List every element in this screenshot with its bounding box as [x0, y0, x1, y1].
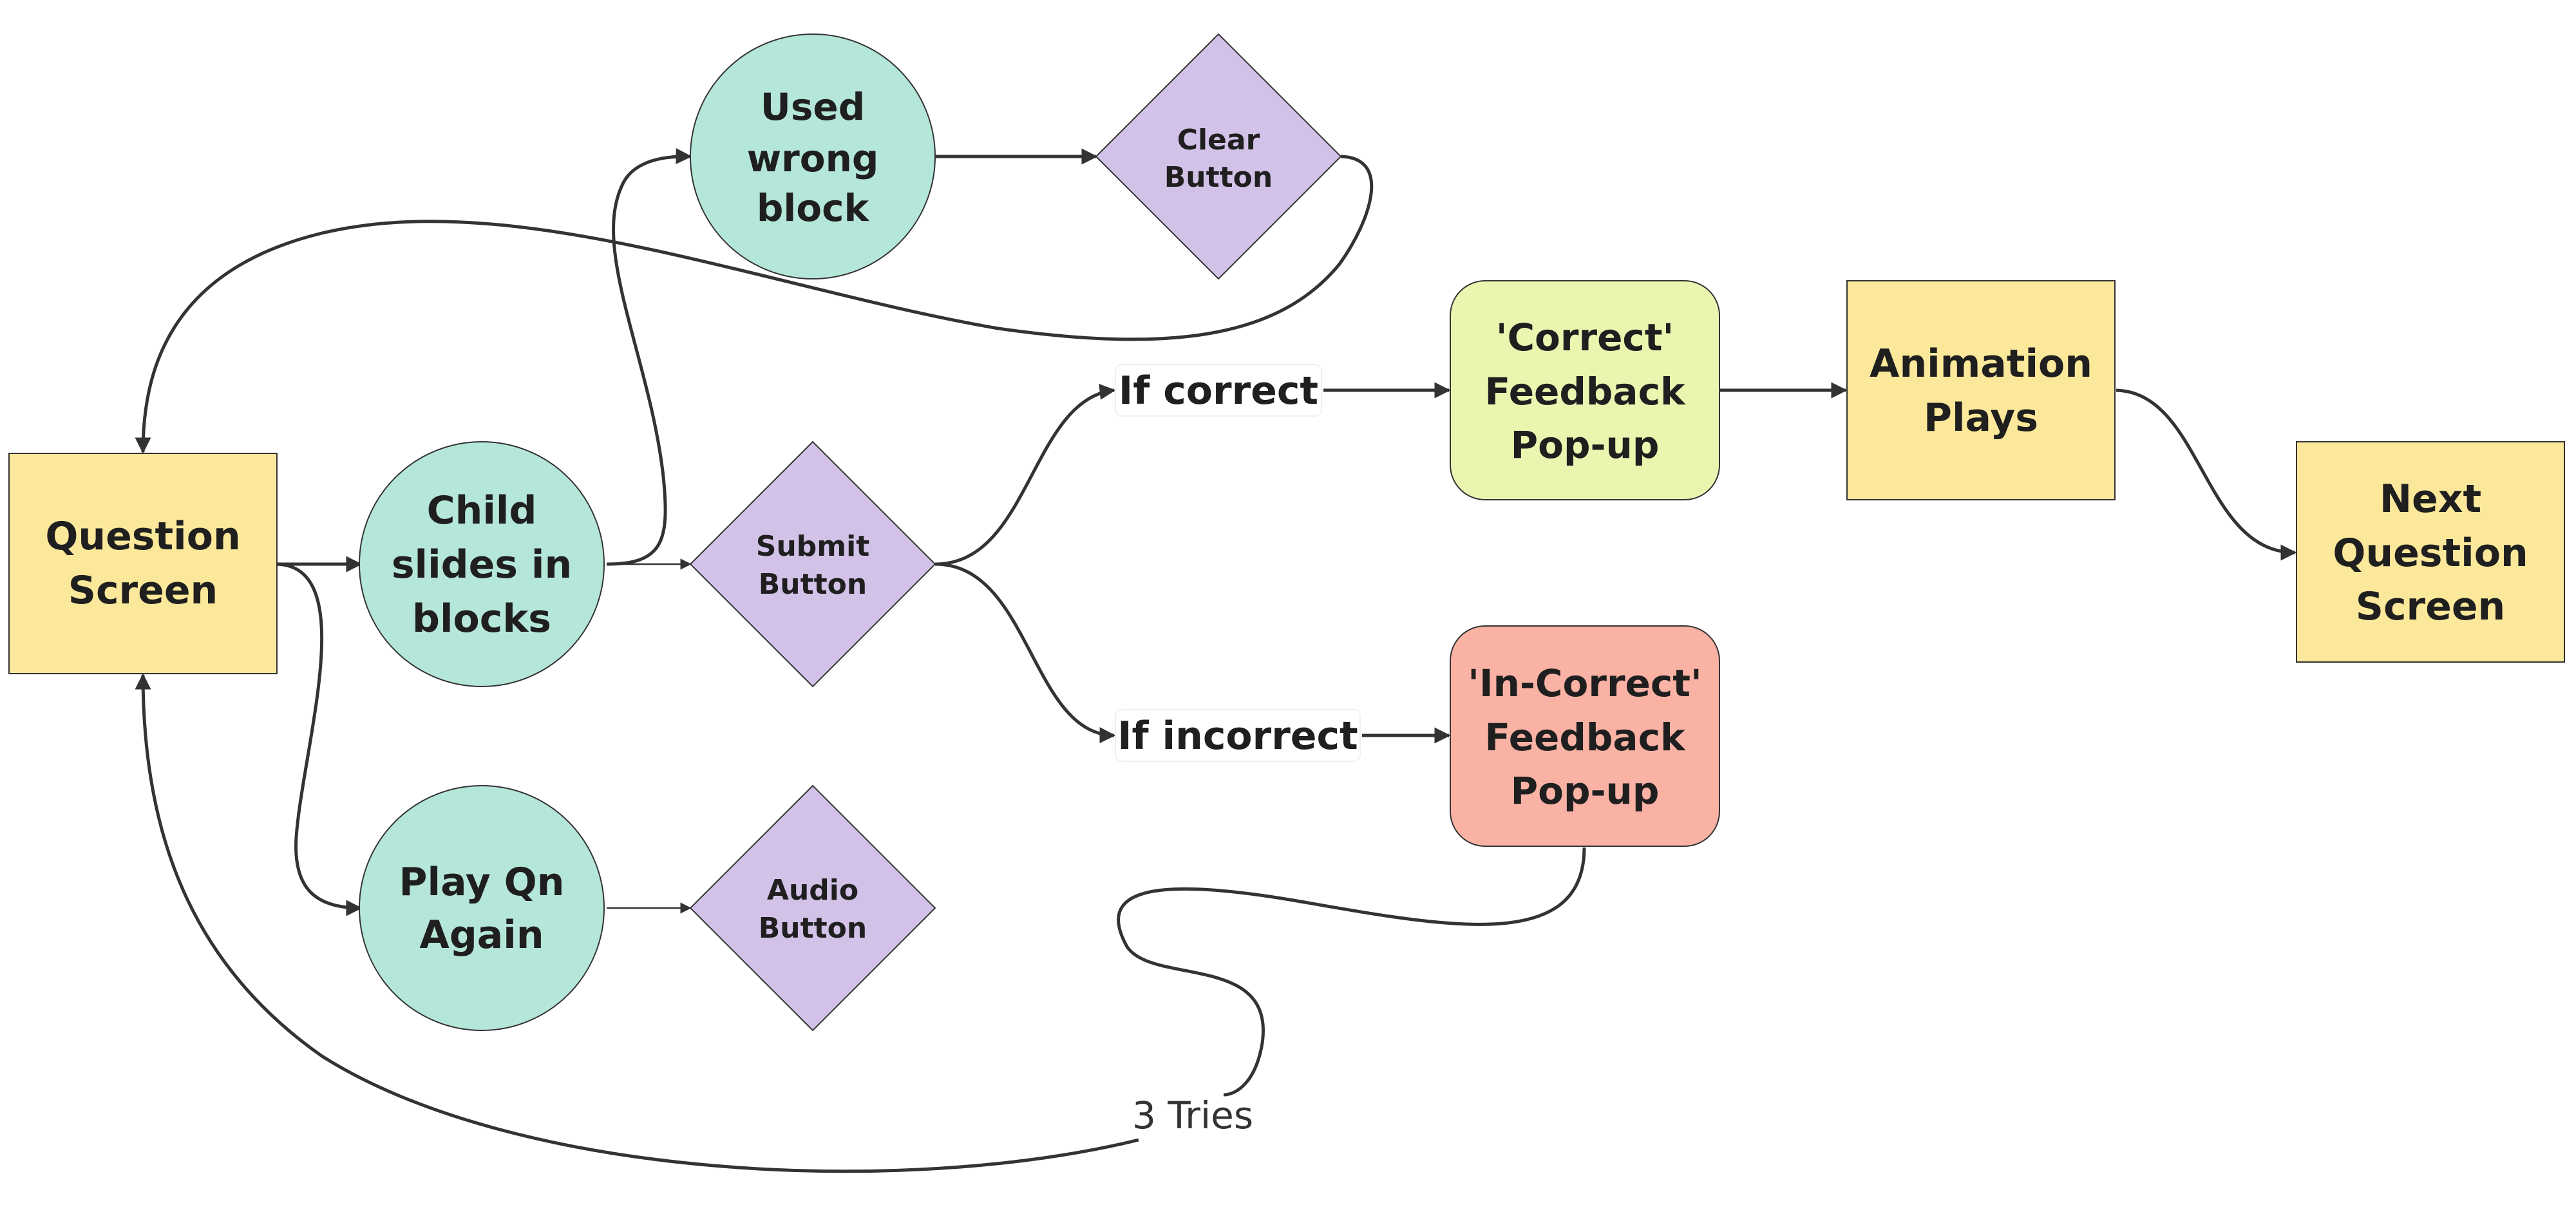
edge-animation-to-next: [2116, 388, 2297, 561]
incorrect-feedback-line-1: 'In-Correct': [1468, 661, 1702, 705]
correct-feedback-line-2: Feedback: [1484, 370, 1685, 413]
node-play-qn-again: Play Qn Again: [359, 785, 605, 1031]
child-slides-circle: [359, 441, 605, 687]
audio-button-line-2: Button: [759, 912, 867, 945]
submit-button-line-1: Submit: [756, 530, 869, 563]
if-incorrect-bg: [1115, 709, 1361, 762]
label-three-tries: 3 Tries: [1132, 1094, 1253, 1137]
label-if-incorrect: If incorrect: [1115, 709, 1361, 762]
node-clear-button: Clear Button: [1095, 33, 1342, 280]
child-slides-line-2: slides in: [392, 542, 572, 587]
incorrect-feedback-line-3: Pop-up: [1511, 769, 1660, 813]
next-question-screen-box: [2296, 441, 2565, 663]
node-correct-feedback: 'Correct' Feedback Pop-up: [1450, 280, 1720, 500]
incorrect-feedback-line-2: Feedback: [1484, 715, 1685, 759]
next-question-screen-line-2: Question: [2333, 531, 2528, 576]
node-submit-button: Submit Button: [689, 440, 936, 688]
correct-feedback-line-3: Pop-up: [1511, 423, 1660, 467]
clear-button-diamond: [1095, 33, 1342, 280]
animation-plays-box: [1846, 280, 2116, 500]
play-qn-again-line-2: Again: [419, 913, 544, 958]
correct-feedback-box: [1450, 280, 1720, 500]
submit-button-diamond: [689, 440, 936, 688]
node-animation-plays: Animation Plays: [1846, 280, 2116, 500]
node-next-question-screen: Next Question Screen: [2296, 441, 2565, 663]
label-if-correct: If correct: [1115, 364, 1322, 417]
used-wrong-block-line-2: wrong: [747, 137, 879, 180]
clear-button-line-1: Clear: [1177, 124, 1260, 156]
used-wrong-block-line-3: block: [757, 186, 870, 230]
clear-button-line-2: Button: [1164, 161, 1273, 194]
edge-submit-to-if-correct: [934, 384, 1116, 566]
submit-button-line-2: Button: [759, 568, 867, 601]
node-incorrect-feedback: 'In-Correct' Feedback Pop-up: [1450, 625, 1720, 847]
if-correct-bg: [1115, 364, 1322, 417]
if-incorrect-text: If incorrect: [1117, 714, 1358, 759]
animation-plays-line-1: Animation: [1870, 341, 2092, 386]
node-audio-button: Audio Button: [689, 784, 936, 1032]
child-slides-line-1: Child: [427, 488, 537, 533]
next-question-screen-line-1: Next: [2380, 477, 2481, 522]
next-question-screen-line-3: Screen: [2356, 584, 2505, 629]
edges: [135, 148, 2297, 1173]
edge-labels: If correct If incorrect 3 Tries: [1115, 364, 1361, 1137]
edge-question-to-play: [276, 562, 363, 916]
edge-three-tries-to-question: [135, 673, 1139, 1173]
question-screen-line-2: Screen: [68, 568, 218, 613]
node-question-screen: Question Screen: [8, 453, 278, 674]
play-qn-again-line-1: Play Qn: [399, 860, 565, 905]
animation-plays-line-2: Plays: [1924, 395, 2038, 440]
node-child-slides: Child slides in blocks: [359, 441, 605, 687]
audio-button-diamond: [689, 784, 936, 1032]
nodes: Question Screen Child slides in blocks U…: [8, 33, 2565, 1032]
three-tries-text: 3 Tries: [1132, 1094, 1253, 1137]
incorrect-feedback-box: [1450, 625, 1720, 847]
correct-feedback-line-1: 'Correct': [1496, 316, 1674, 359]
node-used-wrong-block: Used wrong block: [690, 33, 936, 279]
play-qn-again-circle: [359, 785, 605, 1031]
edge-child-to-used-wrong: [606, 148, 692, 566]
question-screen-box: [8, 453, 278, 674]
edge-submit-to-if-incorrect: [934, 562, 1116, 744]
if-correct-text: If correct: [1119, 368, 1318, 413]
edge-clear-to-question: [135, 155, 1374, 454]
child-slides-line-3: blocks: [412, 596, 551, 641]
used-wrong-block-line-1: Used: [761, 85, 865, 129]
edge-incorrect-to-three-tries: [1117, 847, 1586, 1097]
audio-button-line-1: Audio: [767, 874, 858, 907]
question-screen-line-1: Question: [45, 514, 240, 559]
used-wrong-block-circle: [690, 33, 936, 279]
